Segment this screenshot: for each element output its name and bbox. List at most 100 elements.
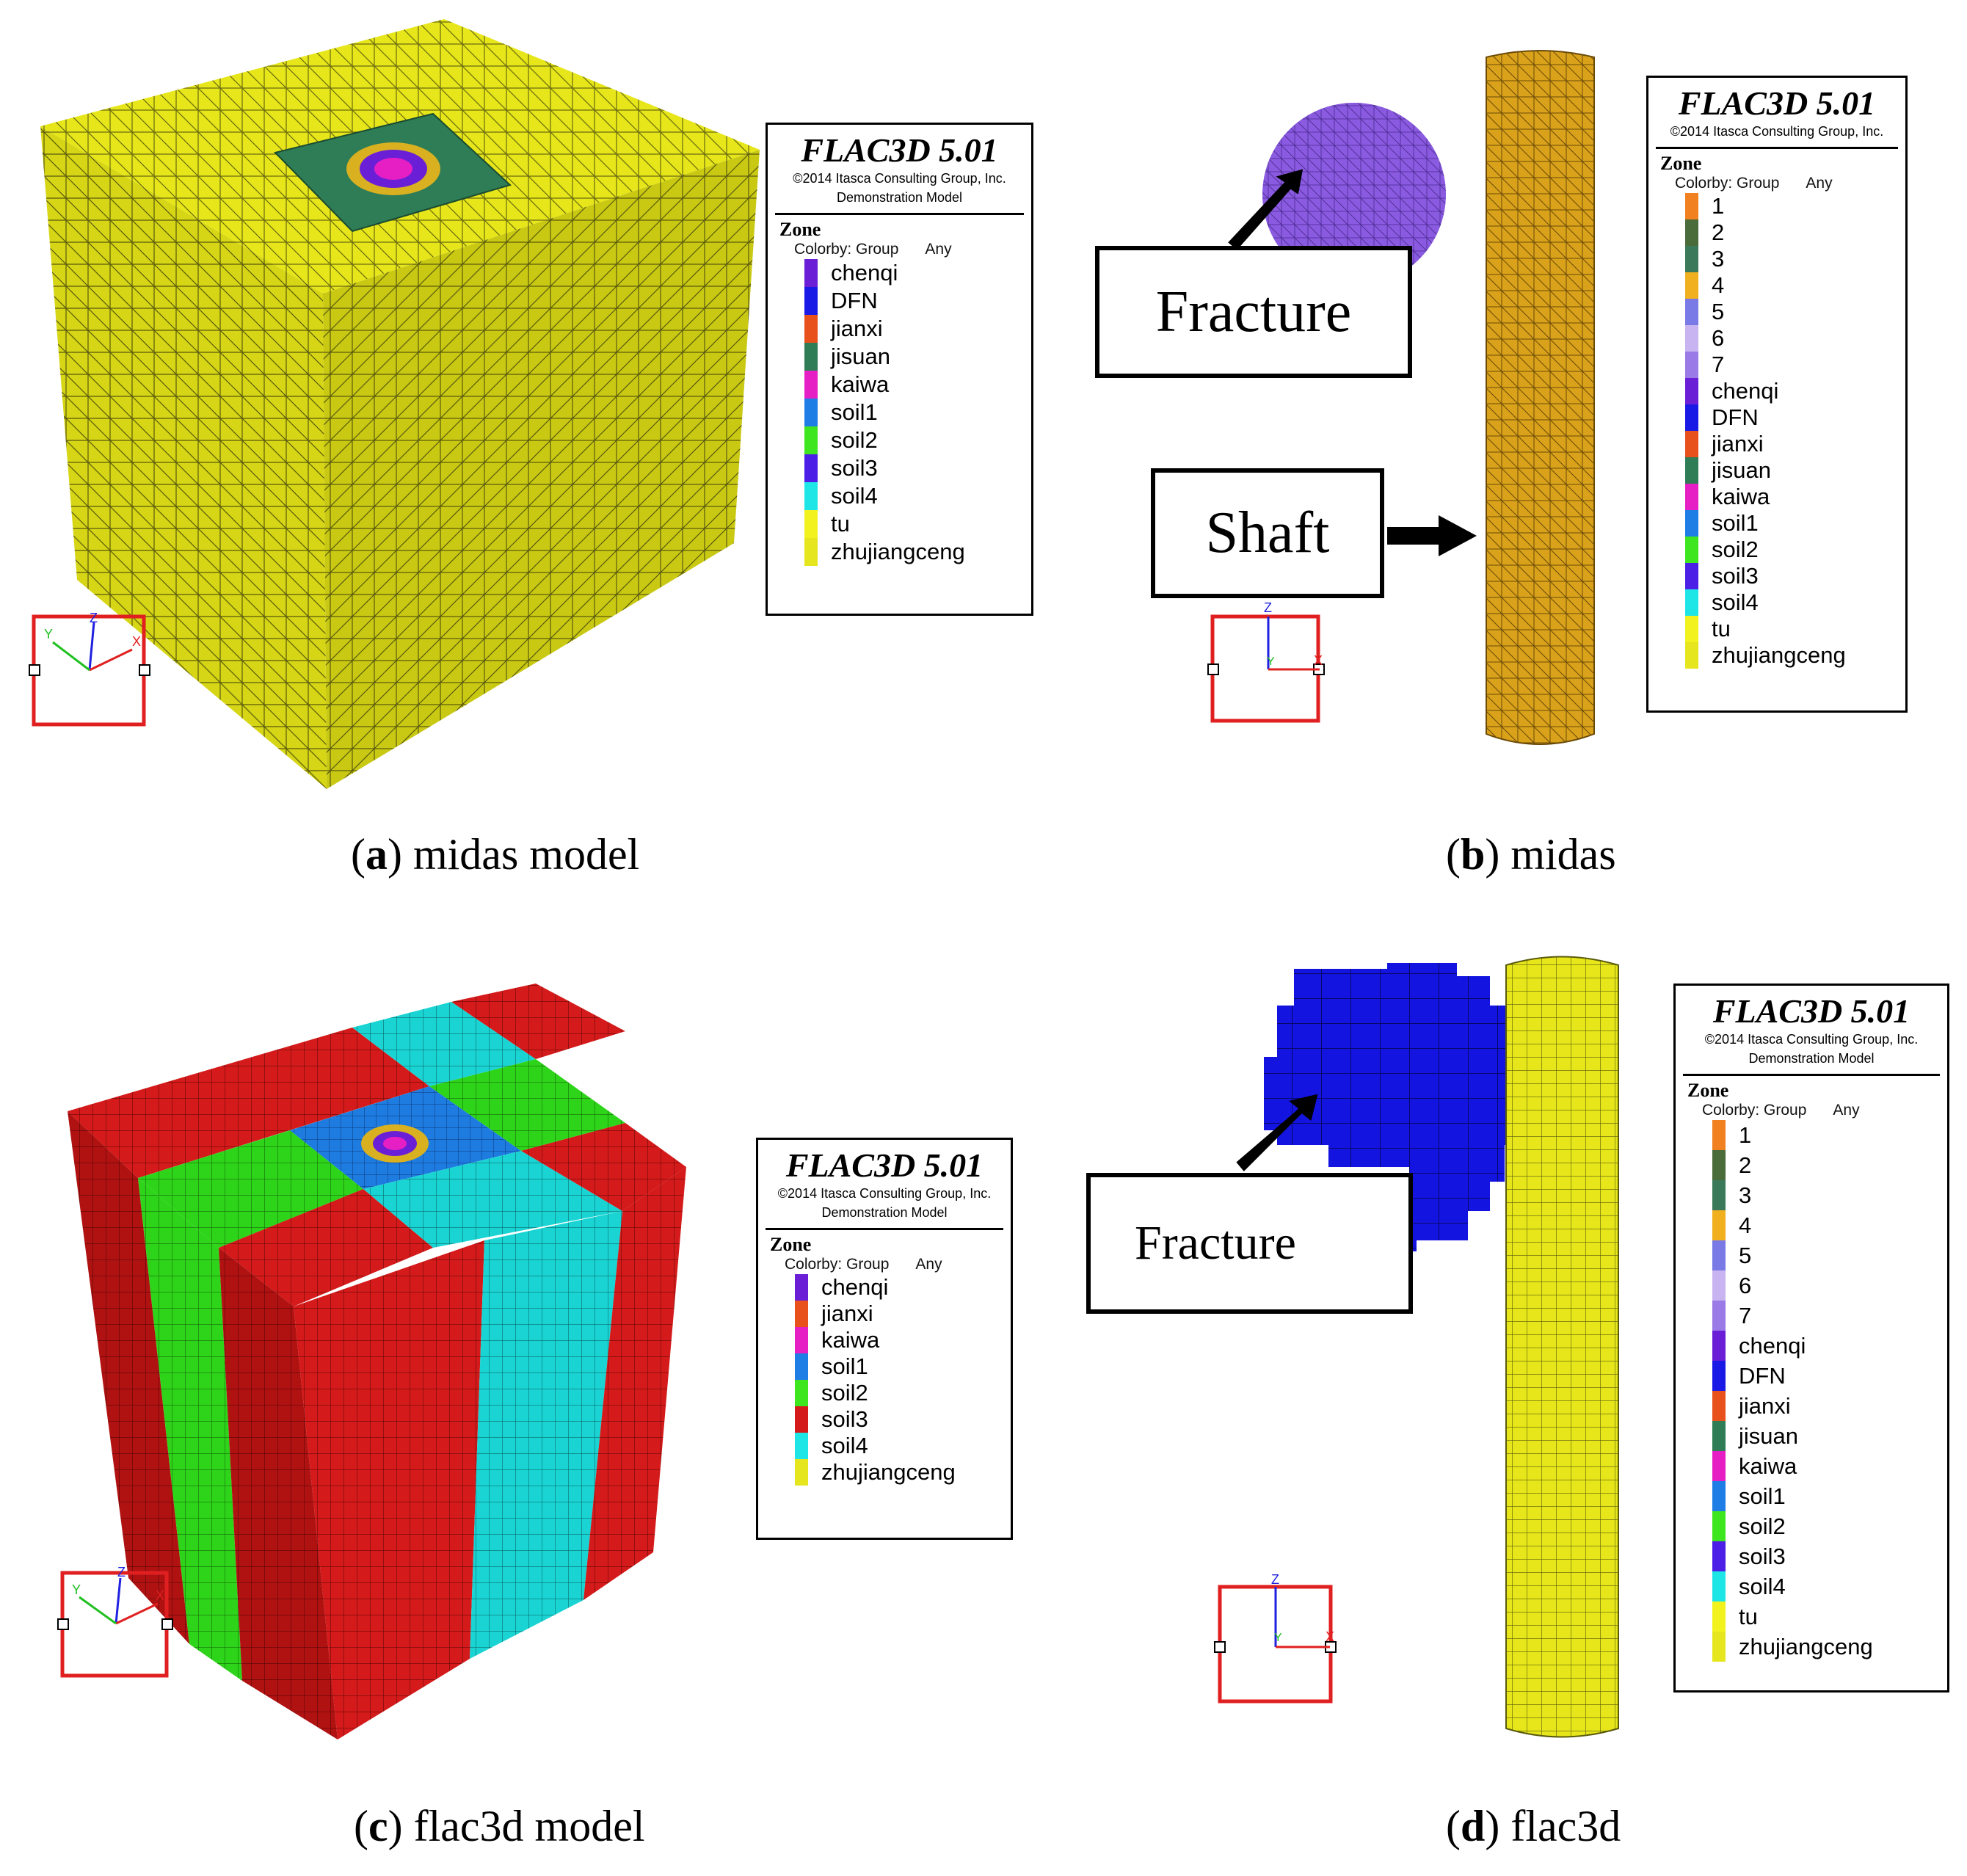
legend-item-label: tu (1739, 1604, 1758, 1629)
legend-swatch (1712, 1481, 1726, 1511)
axis-z-label: Z (117, 1565, 126, 1579)
legend-item-label: 6 (1739, 1273, 1752, 1298)
legend-swatch (795, 1274, 808, 1301)
axis-z-label: Z (90, 611, 98, 625)
legend-item: soil4 (795, 1433, 1011, 1459)
legend-swatch (804, 343, 818, 371)
legend-item: jianxi (1685, 431, 1905, 457)
flac-top-left-green (138, 1130, 363, 1248)
legend-item-label: soil4 (821, 1433, 868, 1458)
legend-item-label: soil4 (1712, 589, 1759, 615)
legend-item: soil2 (804, 426, 1031, 454)
caption-text: flac3d (1499, 1802, 1621, 1850)
legend-swatch (795, 1327, 808, 1353)
caption-a: (a) midas model (351, 830, 640, 879)
fracture-arrow-d (1236, 1094, 1318, 1171)
legend-any-label: Any (925, 241, 952, 258)
axis-x-label: X (1326, 1629, 1334, 1644)
legend-item: 3 (1685, 246, 1905, 272)
legend-item-label: 7 (1739, 1303, 1752, 1328)
legend-item-label: 3 (1739, 1182, 1752, 1208)
legend-swatch (1685, 616, 1698, 642)
legend-divider (1656, 147, 1898, 149)
legend-swatch (804, 399, 818, 426)
legend-copyright: ©2014 Itasca Consulting Group, Inc. (1670, 124, 1884, 139)
legend-item: soil2 (1685, 537, 1905, 563)
legend-item: kaiwa (795, 1327, 1011, 1353)
legend-item: chenqi (804, 259, 1031, 287)
legend-divider (775, 213, 1024, 215)
legend-item: 3 (1712, 1180, 1947, 1210)
caption-letter: c (368, 1802, 388, 1850)
legend-item: 6 (1685, 325, 1905, 352)
legend-item: chenqi (795, 1274, 1011, 1301)
axis-x-label: X (132, 634, 141, 649)
legend-colorby-label: Colorby: Group (1675, 175, 1780, 192)
legend-swatch (804, 259, 818, 287)
legend-item: soil1 (804, 399, 1031, 426)
legend-swatch (795, 1301, 808, 1327)
legend-item: soil3 (1712, 1541, 1947, 1571)
legend-item-label: kaiwa (1739, 1453, 1797, 1479)
legend-a: FLAC3D 5.01 ©2014 Itasca Consulting Grou… (766, 123, 1033, 616)
legend-item: soil4 (1712, 1571, 1947, 1601)
caption-text: midas (1499, 830, 1616, 879)
legend-item: DFN (1685, 404, 1905, 431)
midas-cube-model (40, 19, 760, 789)
legend-swatch (1712, 1511, 1726, 1541)
legend-swatch (1685, 246, 1698, 272)
fracture-callout-d: Fracture (1086, 1173, 1413, 1314)
legend-subtitle: Demonstration Model (836, 190, 963, 205)
legend-zone-heading: Zone (770, 1234, 812, 1255)
legend-swatch (804, 454, 818, 482)
flac-top-front-cyan (363, 1151, 622, 1248)
flac-top-back-left (68, 1028, 429, 1178)
legend-item: DFN (1712, 1361, 1947, 1391)
legend-item-label: DFN (1712, 404, 1759, 430)
legend-swatch (795, 1459, 808, 1486)
legend-item-label: chenqi (821, 1274, 889, 1300)
legend-item-label: soil4 (1739, 1574, 1786, 1599)
axis-y-label: Y (1267, 655, 1275, 668)
legend-item: jisuan (1685, 457, 1905, 484)
legend-item: soil1 (795, 1353, 1011, 1380)
legend-item: jisuan (804, 343, 1031, 371)
legend-item: 1 (1685, 193, 1905, 219)
flac-left-red-strip (68, 1111, 189, 1644)
legend-any-label: Any (1833, 1102, 1860, 1119)
axis-z-label: Z (1271, 1572, 1279, 1587)
legend-swatch (1685, 457, 1698, 484)
legend-item-label: jianxi (1739, 1393, 1791, 1419)
legend-colorby: Colorby: Group Any (1675, 174, 1905, 193)
legend-colorby-label: Colorby: Group (1702, 1102, 1807, 1119)
legend-item-label: 4 (1712, 272, 1725, 298)
legend-swatch (1685, 510, 1698, 537)
legend-divider (1683, 1074, 1940, 1076)
flac-top-right-green (429, 1059, 625, 1151)
flac3d-fracture-shaft (1236, 956, 1619, 1738)
flac-top-front-right (521, 1123, 686, 1211)
flac3d-cube-model (68, 984, 686, 1739)
flac-left-green-strip (138, 1178, 242, 1681)
axis-indicator-b: Z Y X (1207, 600, 1325, 723)
legend-item: 7 (1712, 1301, 1947, 1331)
legend-divider (766, 1228, 1003, 1230)
flac-shaft-cylinder (1505, 956, 1619, 1738)
legend-item: 7 (1685, 352, 1905, 378)
legend-item: zhujiangceng (795, 1459, 1011, 1486)
legend-item: 2 (1685, 219, 1905, 246)
legend-swatch (1712, 1632, 1726, 1662)
legend-item: soil4 (1685, 589, 1905, 616)
legend-title: FLAC3D 5.01 (785, 1146, 984, 1184)
legend-swatch (1685, 299, 1698, 325)
legend-item-label: kaiwa (831, 371, 890, 397)
legend-any-label: Any (1806, 175, 1833, 192)
legend-item: 5 (1712, 1240, 1947, 1270)
legend-swatch (1685, 589, 1698, 616)
cube-right-face (323, 150, 760, 789)
legend-swatch (1685, 193, 1698, 219)
legend-item: DFN (804, 287, 1031, 315)
legend-item: 1 (1712, 1120, 1947, 1150)
